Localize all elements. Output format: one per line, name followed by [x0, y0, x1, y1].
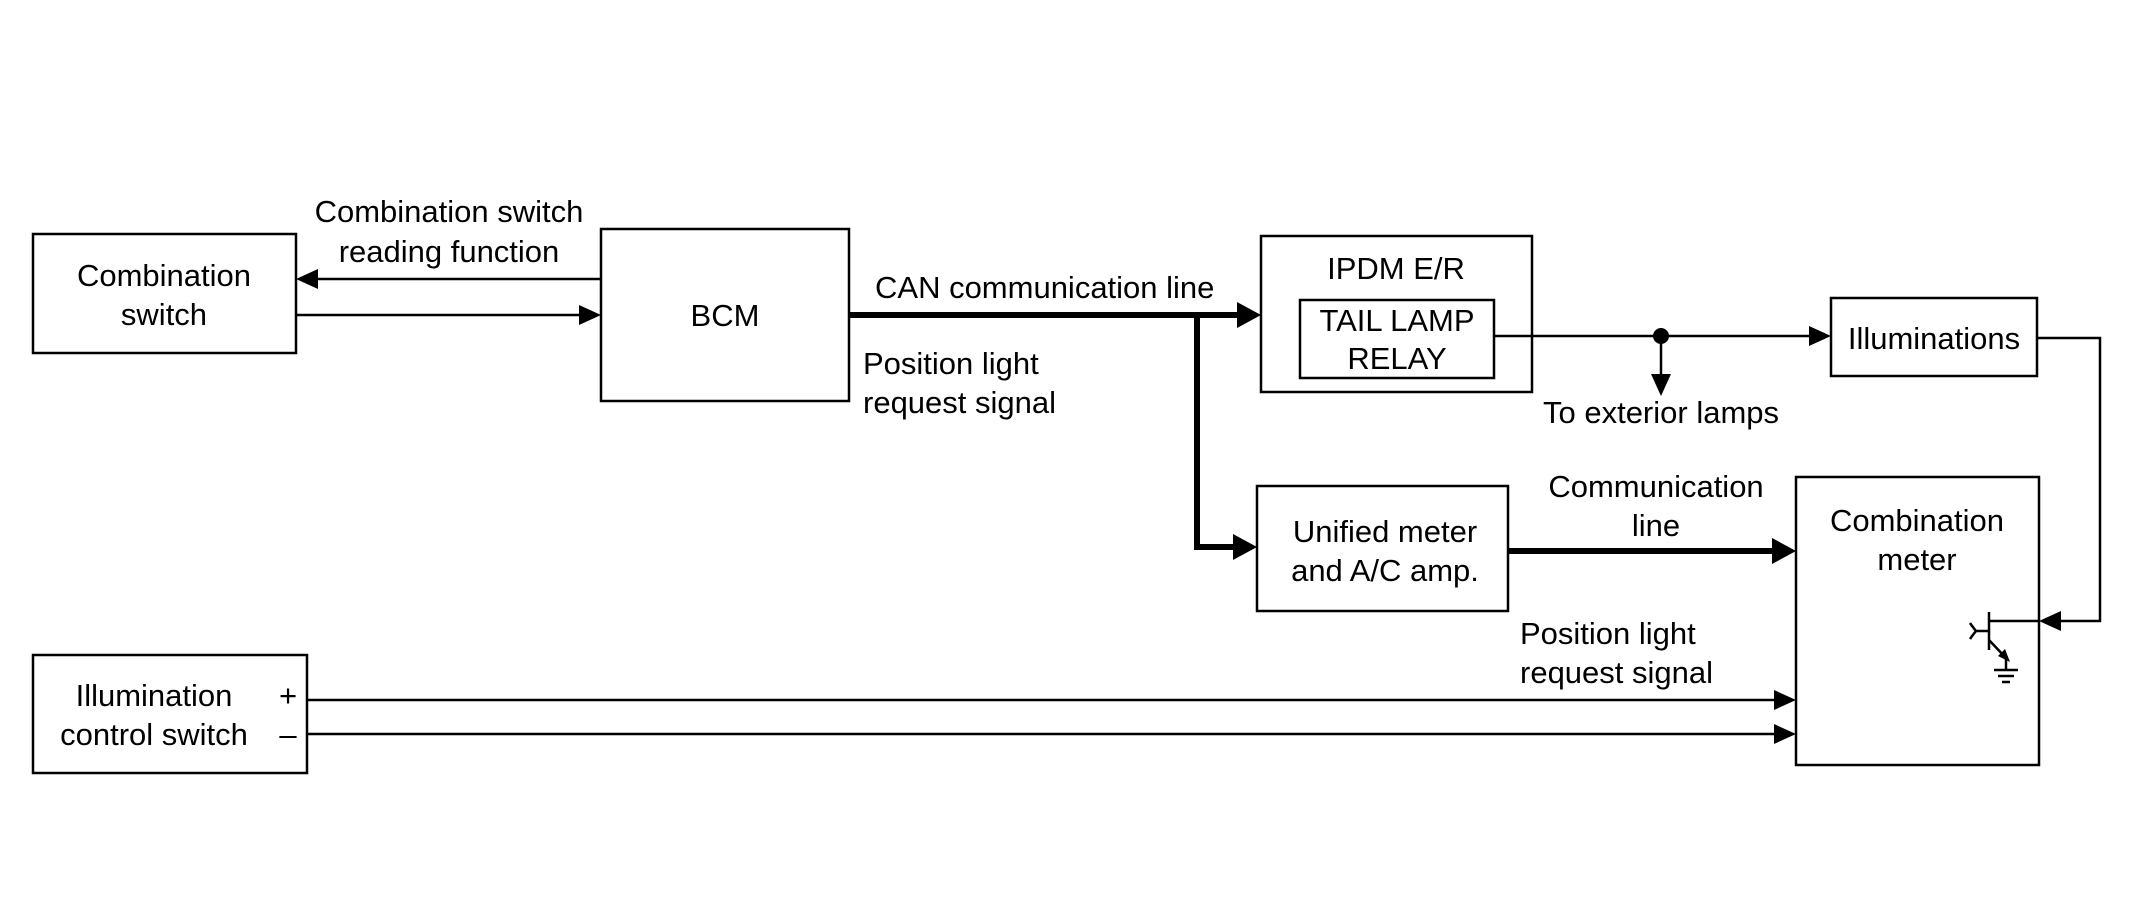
- bcm-label: BCM: [691, 298, 760, 333]
- reading-function-label-line1: Combination switch: [315, 194, 584, 229]
- illuminations-label: Illuminations: [1848, 321, 2020, 356]
- ipdm-er-block: IPDM E/R TAIL LAMP RELAY: [1259, 234, 1534, 394]
- combination-switch-label-line1: Combination: [77, 258, 251, 293]
- ipdm-er-label: IPDM E/R: [1327, 251, 1465, 286]
- tail-lamp-output-line: [1494, 326, 1831, 396]
- tail-lamp-relay-label-line2: RELAY: [1347, 341, 1446, 376]
- unified-meter-block: Unified meter and A/C amp.: [1255, 484, 1510, 613]
- communication-line-label-line1: Communication: [1548, 469, 1763, 504]
- communication-line-label-line2: line: [1632, 508, 1680, 543]
- tail-lamp-relay-label-line1: TAIL LAMP: [1319, 303, 1474, 338]
- combination-switch-block: Combination switch: [31, 232, 298, 355]
- terminal-minus-label: –: [279, 717, 297, 752]
- reading-function-label-line2: reading function: [339, 234, 560, 269]
- combination-meter-label-line1: Combination: [1830, 503, 2004, 538]
- combination-meter-label-line2: meter: [1877, 542, 1956, 577]
- illuminations-block: Illuminations: [1829, 296, 2039, 378]
- terminal-plus-label: +: [279, 678, 297, 713]
- illumination-control-switch-block: Illumination control switch + –: [31, 653, 309, 775]
- illuminations-to-meter-line: [2037, 336, 2102, 631]
- position-request-label-2-line2: request signal: [1520, 655, 1713, 690]
- bcm-block: BCM: [599, 227, 851, 403]
- communication-line-arrow: [1508, 538, 1796, 564]
- tail-lamp-relay-block: TAIL LAMP RELAY: [1298, 298, 1496, 380]
- illumination-control-switch-label-line2: control switch: [60, 717, 248, 752]
- illumination-plus-line: [307, 690, 1796, 710]
- combination-switch-label-line2: switch: [121, 297, 207, 332]
- to-exterior-lamps-label: To exterior lamps: [1543, 395, 1779, 430]
- reading-function-arrow: [296, 269, 601, 289]
- illumination-control-switch-label-line1: Illumination: [76, 678, 233, 713]
- unified-meter-label-line2: and A/C amp.: [1291, 553, 1479, 588]
- unified-meter-label-line1: Unified meter: [1293, 514, 1477, 549]
- position-request-label-line2: request signal: [863, 385, 1056, 420]
- transistor-icon: [1968, 612, 2039, 684]
- can-communication-line-label: CAN communication line: [875, 270, 1214, 305]
- position-request-label-2-line1: Position light: [1520, 616, 1696, 651]
- can-communication-line: [849, 302, 1261, 560]
- illumination-minus-line: [307, 724, 1796, 744]
- position-request-label-line1: Position light: [863, 346, 1039, 381]
- combination-switch-to-bcm-arrow: [296, 305, 601, 325]
